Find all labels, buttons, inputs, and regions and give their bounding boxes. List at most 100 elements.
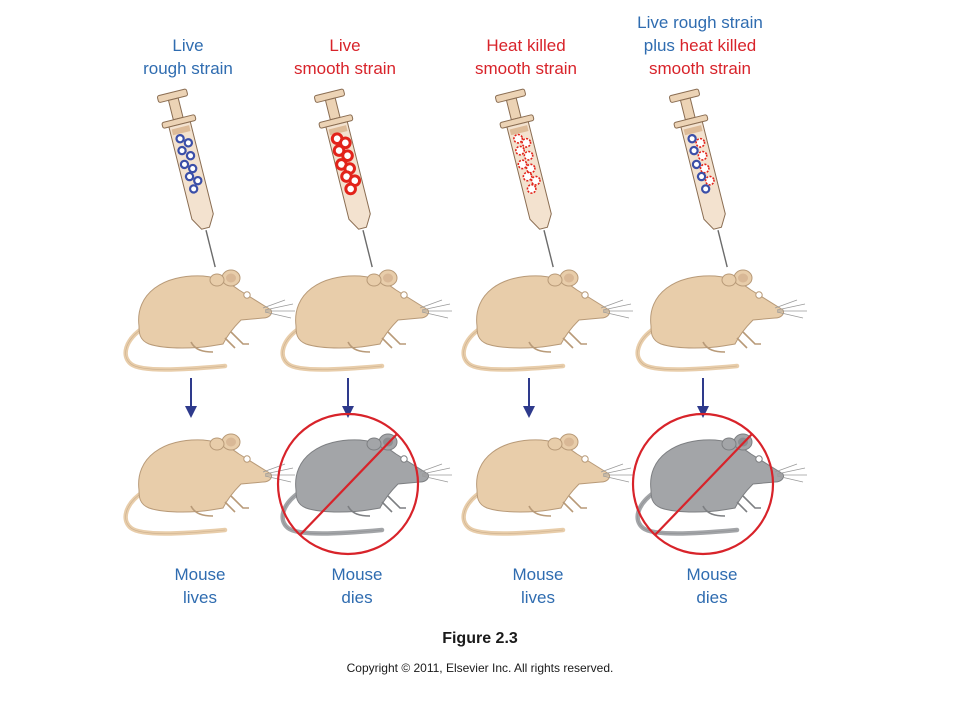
down-arrow-icon <box>342 378 354 418</box>
whisker <box>600 299 624 309</box>
mouse-eye <box>755 455 763 463</box>
plunger-seal <box>683 125 703 136</box>
arrow-head <box>523 406 535 418</box>
outcome-label-line: Mouse <box>512 565 563 584</box>
whisker <box>264 303 294 311</box>
mouse-body <box>476 439 610 513</box>
mouse-front-leg <box>742 495 761 509</box>
rough-bacterium <box>700 184 711 194</box>
whisker <box>421 467 451 475</box>
whisker <box>419 299 443 309</box>
whisker <box>264 311 292 319</box>
mouse-eye <box>400 291 408 299</box>
outcome-label-line: Mouse <box>686 565 737 584</box>
mouse-front-leg <box>568 495 587 509</box>
smooth-bacterium <box>341 149 354 162</box>
bacteria-group <box>687 134 715 194</box>
prohibition-slash <box>299 433 398 536</box>
prohibition-icon <box>631 412 775 556</box>
mouse-ear-inner <box>383 273 393 283</box>
strain-label-line: Heat killed <box>486 36 565 55</box>
mouse-before-icon <box>280 269 452 372</box>
mouse-ear <box>547 437 563 451</box>
strain-label-segment: smooth strain <box>294 59 396 78</box>
mouse-before-icon <box>123 269 295 372</box>
mouse-whiskers <box>419 463 452 483</box>
prohibition-circle <box>276 412 420 556</box>
mouse-ear <box>721 437 737 451</box>
plunger-rod <box>505 97 522 121</box>
mouse-front-leg <box>562 501 574 513</box>
whisker <box>602 475 630 483</box>
whisker <box>600 463 624 473</box>
syringe-icon <box>157 88 216 268</box>
strain-label-line: Live rough strain <box>637 13 763 32</box>
mouse-body <box>295 439 429 513</box>
mouse-eye <box>400 455 408 463</box>
mouse-whiskers <box>774 463 807 483</box>
whisker <box>421 475 449 483</box>
mouse-before-icon <box>461 269 633 372</box>
whisker <box>774 463 798 473</box>
rough-bacterium <box>188 184 199 194</box>
mouse-tail-outline <box>125 491 226 534</box>
prohibition-slash <box>654 433 753 536</box>
mouse-before-icon <box>635 269 807 372</box>
mouse-eye <box>243 455 251 463</box>
mouse-eye <box>581 455 589 463</box>
rough-bacterium <box>183 138 194 148</box>
whisker <box>602 303 632 311</box>
plunger-rod <box>679 97 696 121</box>
mouse-tail-outline <box>282 491 383 534</box>
rough-bacterium <box>187 163 198 174</box>
mouse-front-leg <box>387 495 406 509</box>
mouse-ear-inner <box>226 273 236 283</box>
strain-label-segment: Live <box>329 36 360 55</box>
mouse-ear-inner <box>738 273 748 283</box>
mouse-body <box>138 275 272 349</box>
plunger-seal <box>171 125 191 136</box>
whisker <box>776 475 804 483</box>
needle <box>717 229 728 268</box>
rough-bacterium <box>184 171 195 182</box>
mouse-tail-outline <box>637 491 738 534</box>
whisker <box>776 467 806 475</box>
prohibition-circle <box>631 412 775 556</box>
mouse-ear-inner <box>226 437 236 447</box>
syringe-icon <box>314 88 373 268</box>
mouse-hind-leg <box>347 341 371 353</box>
mouse-front-leg <box>381 337 393 349</box>
mouse-whiskers <box>600 299 633 319</box>
copyright-notice: Copyright © 2011, Elsevier Inc. All righ… <box>346 661 614 675</box>
strain-label-segment: Heat killed <box>486 36 565 55</box>
mouse-ear <box>209 273 225 287</box>
strain-label-segment: heat killed <box>680 36 757 55</box>
needle <box>362 229 373 268</box>
heat-killed-bacterium <box>699 163 710 174</box>
mouse-eye <box>581 291 589 299</box>
mouse-tail-outline <box>463 327 564 370</box>
rough-bacterium <box>687 134 697 144</box>
arrow-head <box>185 406 197 418</box>
strain-label-line: smooth strain <box>294 59 396 78</box>
mouse-front-leg <box>736 501 748 513</box>
mouse-body <box>138 439 272 513</box>
plunger-rod <box>167 97 184 121</box>
rough-bacterium <box>689 145 699 156</box>
mouse-whiskers <box>262 299 295 319</box>
mouse-whiskers <box>774 299 807 319</box>
mouse-ear-inner <box>564 273 574 283</box>
mouse-hind-leg <box>528 505 552 517</box>
strain-label-segment: rough strain <box>143 59 233 78</box>
syringe-icon <box>495 88 554 268</box>
down-arrow-icon <box>697 378 709 418</box>
mouse-front-leg <box>742 331 761 345</box>
arrow-head <box>342 406 354 418</box>
whisker <box>774 299 798 309</box>
mouse-ear <box>721 273 737 287</box>
mouse-front-leg <box>230 495 249 509</box>
strain-label-segment: plus <box>644 36 680 55</box>
mouse-body <box>650 439 784 513</box>
down-arrow-icon <box>185 378 197 418</box>
